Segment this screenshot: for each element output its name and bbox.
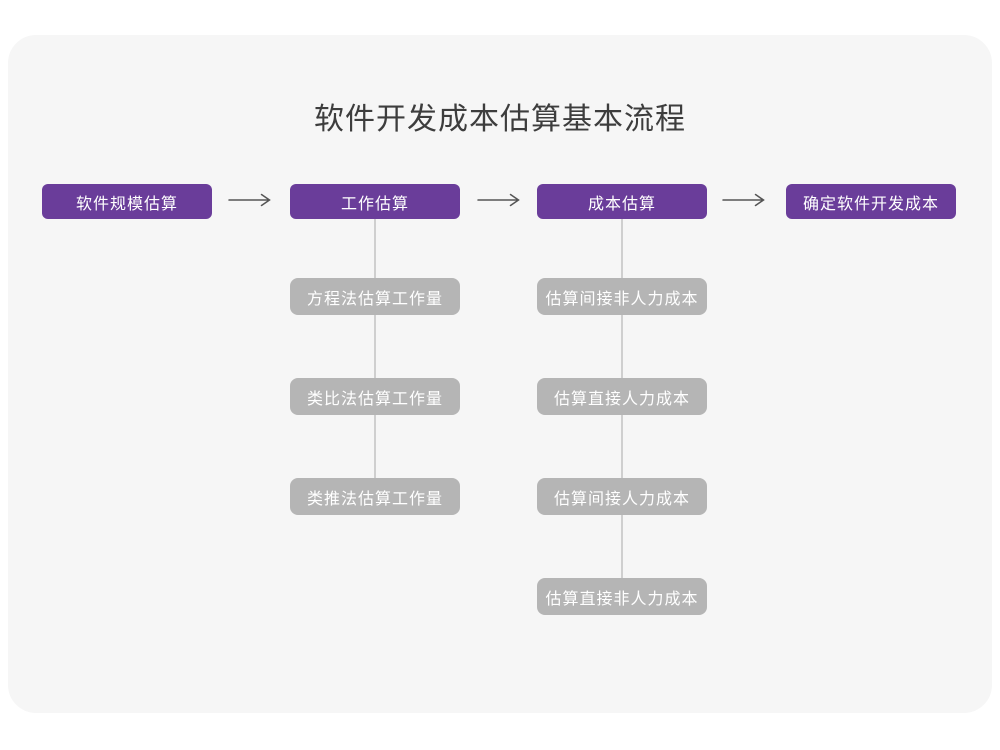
cost-step-direct-labor: 估算直接人力成本 <box>537 378 707 415</box>
connector-line-work-estimation <box>374 219 376 483</box>
arrow-right-icon <box>722 193 765 207</box>
work-method-equation: 方程法估算工作量 <box>290 278 460 315</box>
arrow-right-icon <box>477 193 520 207</box>
cost-step-direct-nonlabor: 估算直接非人力成本 <box>537 578 707 615</box>
work-method-analogy: 类比法估算工作量 <box>290 378 460 415</box>
arrow-right-icon <box>228 193 271 207</box>
step-determine-development-cost: 确定软件开发成本 <box>786 184 956 219</box>
step-software-scale-estimation: 软件规模估算 <box>42 184 212 219</box>
work-method-extrapolation: 类推法估算工作量 <box>290 478 460 515</box>
step-work-estimation: 工作估算 <box>290 184 460 219</box>
background-card <box>8 35 992 713</box>
step-cost-estimation: 成本估算 <box>537 184 707 219</box>
cost-step-indirect-labor: 估算间接人力成本 <box>537 478 707 515</box>
cost-step-indirect-nonlabor: 估算间接非人力成本 <box>537 278 707 315</box>
page-title: 软件开发成本估算基本流程 <box>314 103 686 136</box>
